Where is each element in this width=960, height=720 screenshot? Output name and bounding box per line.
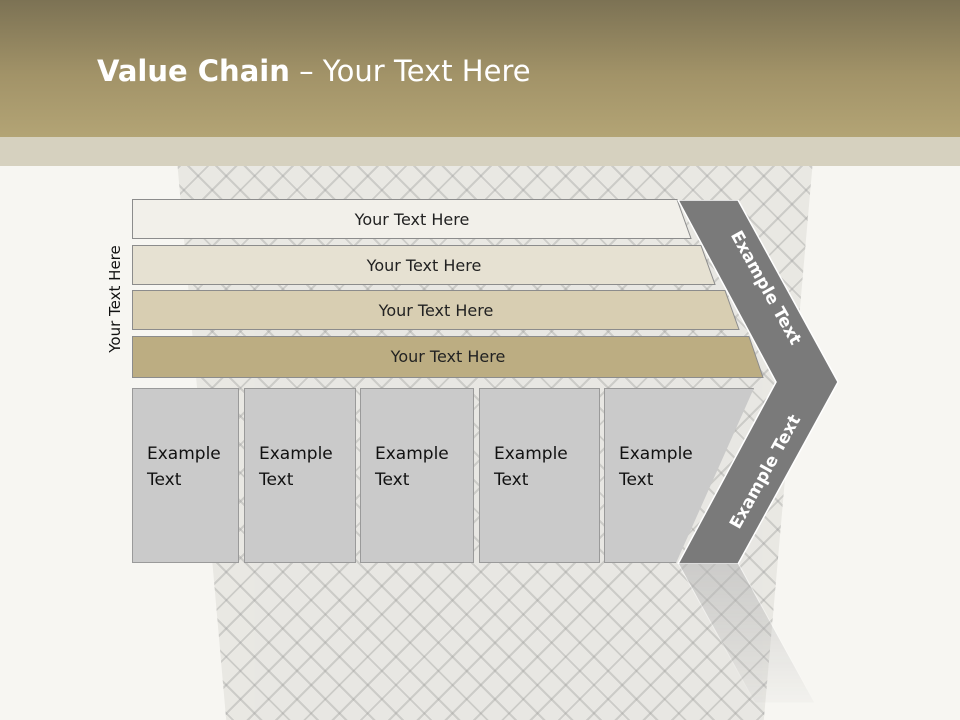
side-label-text: Your Text Here [106, 245, 124, 353]
value-bar-4-label: Your Text Here [390, 346, 506, 366]
activity-column-4[interactable]: Example Text [479, 388, 600, 563]
value-bar-4[interactable]: Your Text Here [132, 336, 764, 378]
header-band [0, 137, 960, 166]
title-rest: – Your Text Here [289, 54, 531, 88]
activity-column-2-line2: Text [259, 470, 294, 490]
value-bar-3-label: Your Text Here [378, 300, 494, 320]
value-bar-2-label: Your Text Here [366, 255, 482, 275]
activity-column-1-line1: Example [147, 444, 221, 464]
activity-column-2-line1: Example [259, 444, 333, 464]
activity-column-3-line2: Text [375, 470, 410, 490]
activity-column-4-line2: Text [494, 470, 529, 490]
value-chain-chevron[interactable]: Example Text Example Text [670, 199, 840, 565]
header-bar [0, 0, 960, 137]
activity-column-1-line2: Text [147, 470, 182, 490]
value-bar-1-label: Your Text Here [354, 209, 470, 229]
activity-column-3-line1: Example [375, 444, 449, 464]
value-bar-2[interactable]: Your Text Here [132, 245, 716, 285]
title-bold: Value Chain [97, 54, 290, 88]
value-bar-4-shape [132, 336, 764, 378]
value-bar-1[interactable]: Your Text Here [132, 199, 692, 239]
slide-title[interactable]: Value Chain – Your Text Here [97, 54, 531, 94]
activity-column-4-line1: Example [494, 444, 568, 464]
value-bar-3-shape [132, 290, 740, 330]
activity-column-2[interactable]: Example Text [244, 388, 356, 563]
activity-column-3[interactable]: Example Text [360, 388, 474, 563]
activity-column-1[interactable]: Example Text [132, 388, 239, 563]
side-label[interactable]: Your Text Here [103, 245, 127, 352]
value-bar-3[interactable]: Your Text Here [132, 290, 740, 330]
value-bar-2-shape [132, 245, 716, 285]
value-bar-1-shape [132, 199, 692, 239]
